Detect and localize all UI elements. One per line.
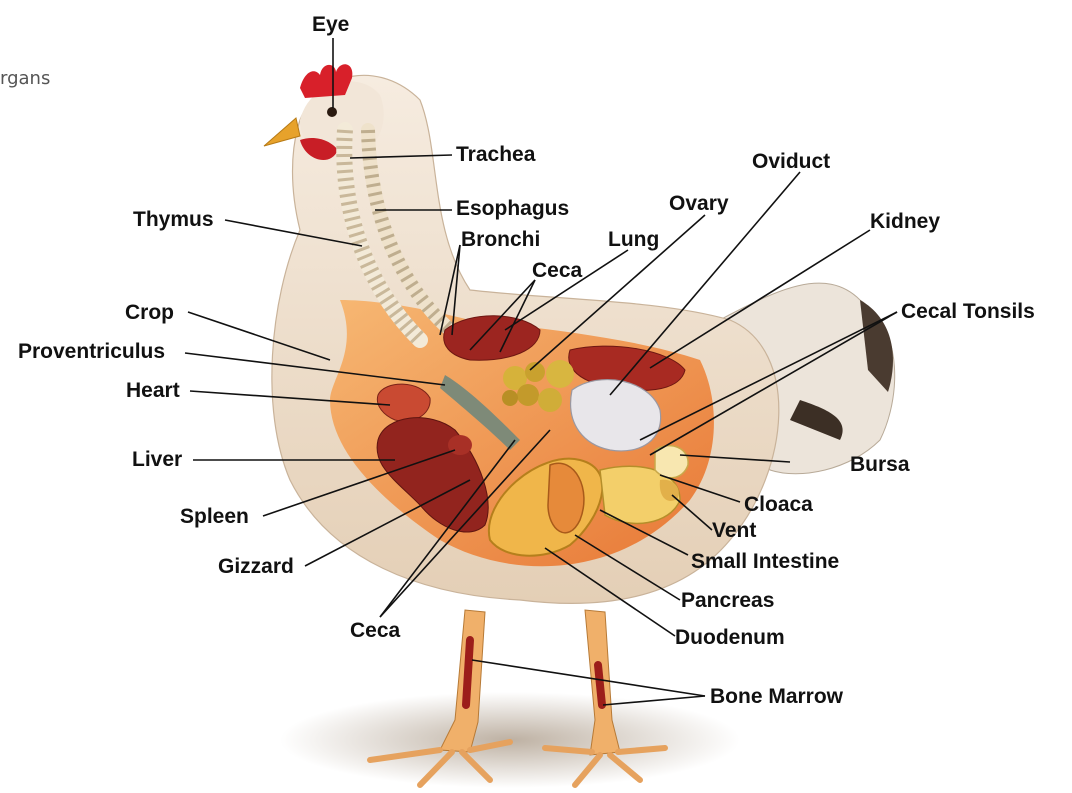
label-cloaca: Cloaca — [744, 494, 813, 515]
label-esophagus: Esophagus — [456, 198, 569, 219]
label-ceca-top: Ceca — [532, 260, 582, 281]
label-vent: Vent — [712, 520, 756, 541]
label-gizzard: Gizzard — [218, 556, 294, 577]
label-cecal-tonsils: Cecal Tonsils — [901, 301, 1035, 322]
corner-caption: rgans — [0, 68, 50, 89]
label-bone-marrow: Bone Marrow — [710, 686, 843, 707]
label-trachea: Trachea — [456, 144, 535, 165]
label-liver: Liver — [132, 449, 182, 470]
label-ceca-bottom: Ceca — [350, 620, 400, 641]
left-leg-marrow — [466, 640, 470, 705]
leader-bone-marrow-a — [472, 660, 705, 696]
label-ovary: Ovary — [669, 193, 729, 214]
label-heart: Heart — [126, 380, 180, 401]
label-kidney: Kidney — [870, 211, 940, 232]
label-eye: Eye — [312, 14, 349, 35]
label-oviduct: Oviduct — [752, 151, 830, 172]
label-small-intestine: Small Intestine — [691, 551, 839, 572]
label-thymus: Thymus — [133, 209, 214, 230]
cloaca-organ — [655, 446, 688, 478]
label-crop: Crop — [125, 302, 174, 323]
label-pancreas: Pancreas — [681, 590, 774, 611]
label-proventriculus: Proventriculus — [18, 341, 165, 362]
label-bronchi: Bronchi — [461, 229, 540, 250]
label-duodenum: Duodenum — [675, 627, 785, 648]
right-leg-marrow — [598, 665, 602, 705]
label-spleen: Spleen — [180, 506, 249, 527]
eye-dot — [327, 107, 337, 117]
label-bursa: Bursa — [850, 454, 910, 475]
comb — [300, 64, 352, 98]
label-lung: Lung — [608, 229, 659, 250]
